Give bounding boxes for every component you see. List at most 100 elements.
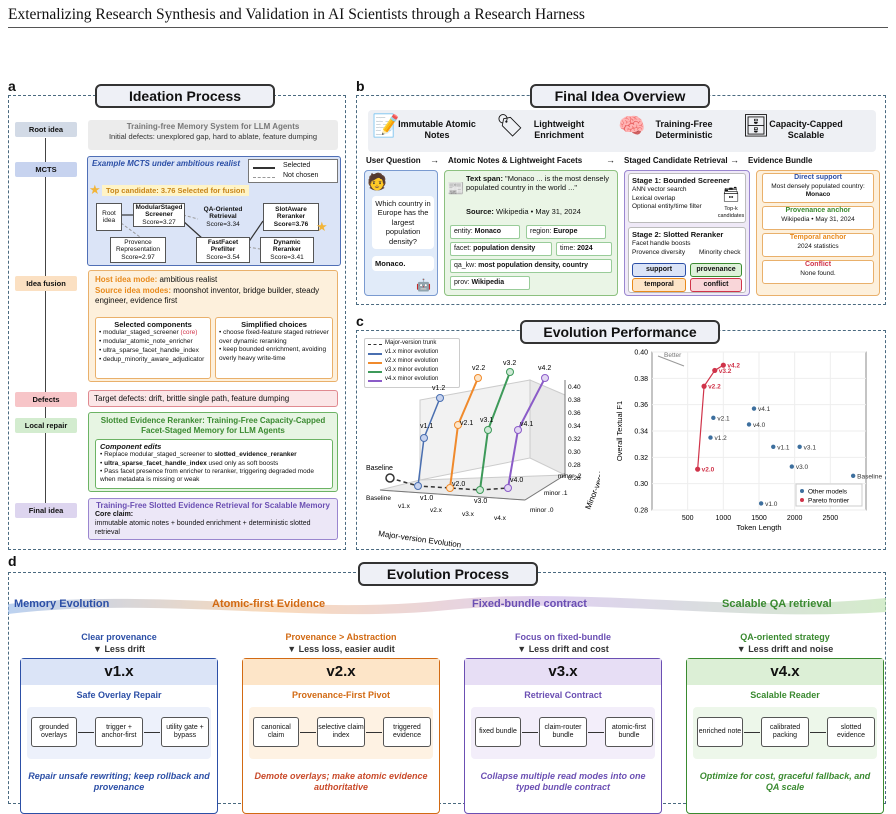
theme-label: Atomic-first Evidence <box>212 598 326 610</box>
point <box>506 368 514 376</box>
panel-d-tag: d <box>8 553 17 569</box>
scatter-point-label: v3.0 <box>796 464 809 471</box>
flow-arrow <box>300 732 316 733</box>
source-line-b: Source: Wikipedia • May 31, 2024 <box>466 207 581 216</box>
leg-line <box>368 371 382 373</box>
facet-chip: time: 2024 <box>556 242 612 256</box>
flow-arrow <box>810 732 826 733</box>
timeline-line <box>45 138 46 508</box>
edit-item: • Pass facet presence from enricher to r… <box>100 467 315 483</box>
z-tick: 0.30 <box>568 449 581 456</box>
text-span: Text span: "Monaco ... is the most dense… <box>466 174 610 193</box>
z-tick: 0.26 <box>568 475 581 482</box>
root-idea-title: Training-free Memory System for LLM Agen… <box>126 122 300 131</box>
ev-value: None found. <box>800 269 836 277</box>
sel-item: • ultra_sparse_facet_handle_index <box>99 346 199 354</box>
pt-label: v2.1 <box>460 420 473 427</box>
ev-title: Direct support <box>794 174 842 181</box>
scatter-point <box>712 367 718 374</box>
pt-label: v3.0 <box>474 498 487 505</box>
version-top-label: Focus on fixed-bundle <box>515 632 611 642</box>
pt-label: v1.2 <box>432 385 445 392</box>
leg-text: v3.x minor evolution <box>385 367 439 373</box>
stage-repair: Local repair <box>15 418 77 433</box>
feature-label: Immutable Atomic Notes <box>398 119 476 141</box>
theme-label: Fixed-bundle contract <box>472 598 587 610</box>
y-tick-label: 0.34 <box>634 429 648 436</box>
leg-text: v4.x minor evolution <box>385 376 439 382</box>
y-tick-label: 0.36 <box>634 402 648 409</box>
notes-icon: 📝 <box>372 113 400 138</box>
server-icon: 🗄 <box>742 113 770 138</box>
node-slot-score: Score=3.76 <box>273 220 309 228</box>
flow-arrow-icon: → <box>730 155 739 165</box>
ev-value2: Monaco <box>805 190 831 198</box>
panel-c-title: Evolution Performance <box>520 320 720 344</box>
slot-provenance: provenance <box>690 263 742 277</box>
point <box>476 486 484 494</box>
page-header-title: Externalizing Research Synthesis and Val… <box>8 6 585 23</box>
stage2-item: Provence diversity <box>632 248 686 256</box>
slot-conflict: conflict <box>690 278 742 292</box>
node-qa-name: QA-Oriented Retrieval <box>203 205 243 221</box>
flow-step-box: slotted evidence <box>827 717 875 747</box>
node-dyn-score: Score=3.41 <box>270 253 304 261</box>
scatter-point <box>758 501 764 506</box>
flow-step-box: grounded overlays <box>31 717 77 747</box>
flow-step: Staged Candidate Retrieval <box>624 156 728 165</box>
scatter-point <box>771 444 776 449</box>
ev-title: Conflict <box>804 261 832 268</box>
node-fast: FastFacet Prefilter Score=3.54 <box>196 237 250 263</box>
scatter-point-label: v1.1 <box>777 444 790 451</box>
ev-value: Most densely populated country: <box>771 182 865 190</box>
node-dyn: Dynamic Reranker Score=3.41 <box>260 237 314 263</box>
flow-arrow-icon: → <box>430 155 439 165</box>
legend-selected: Selected <box>283 162 311 169</box>
scatter-point-label: v2.1 <box>717 415 730 422</box>
axis-major-label: Major-version Evolution <box>378 529 462 550</box>
node-msscreen-score: Score=3.27 <box>142 218 176 226</box>
pt-label: v2.2 <box>472 365 485 372</box>
tag-icon: 🏷 <box>496 113 524 138</box>
y-tick-label: 0.32 <box>634 455 648 462</box>
defects-row: Target defects: drift, brittle single pa… <box>88 390 338 407</box>
sel-item: • modular_atomic_note_enricher <box>99 338 193 346</box>
leg-text: Major-version trunk <box>385 340 437 346</box>
point <box>541 374 549 382</box>
pt-label: Baseline <box>366 465 393 472</box>
version-title: v4.x <box>687 659 883 685</box>
claim-line: Core claim: <box>95 511 134 518</box>
claim-text: immutable atomic notes + bounded enrichm… <box>95 519 311 536</box>
simp-item: • keep bounded enrichment, avoiding over… <box>219 346 327 362</box>
minor-tick: minor .0 <box>530 507 554 514</box>
z-tick: 0.38 <box>568 397 581 404</box>
stage1-item: Optional entity/time filter <box>632 202 702 210</box>
node-fast-score: Score=3.54 <box>206 253 240 261</box>
selected-components-title: Selected components <box>114 320 192 329</box>
node-msscreen: ModularStaged Screener Score=3.27 <box>133 203 185 227</box>
node-qa: QA-Oriented Retrieval Score=3.34 <box>198 203 248 231</box>
scatter-point <box>850 473 856 478</box>
scatter-point <box>695 466 701 472</box>
x-tick-label: 500 <box>682 515 694 522</box>
scatter-legend <box>795 483 863 507</box>
source-label: Source idea modes: <box>95 286 172 295</box>
scatter-point <box>708 435 713 440</box>
trunk-line <box>389 477 509 491</box>
flow-step-box: utility gate + bypass <box>161 717 209 747</box>
version-caption: Demote overlays; make atomic evidence au… <box>254 771 428 793</box>
host-value: ambitious realist <box>159 275 218 284</box>
better-label: Better <box>664 352 682 359</box>
version-card: v3.x Retrieval Contract fixed bundle cla… <box>464 658 662 814</box>
legend-not: Not chosen <box>283 172 319 179</box>
major-tick: v4.x <box>494 515 507 522</box>
scatter-point <box>746 422 752 427</box>
mcts-title: Example MCTS under ambitious realist <box>92 159 241 168</box>
flow-step-box: enriched note <box>697 717 743 747</box>
edit-item: • Replace modular_staged_screener to slo… <box>100 451 297 459</box>
scatter-point-label: v3.2 <box>719 368 732 375</box>
ev-card: Conflict None found. <box>762 260 874 284</box>
feature-label: Training-Free Deterministic <box>655 119 713 141</box>
y-tick-label: 0.38 <box>634 376 648 383</box>
minor-tick: minor .2 <box>558 473 582 480</box>
